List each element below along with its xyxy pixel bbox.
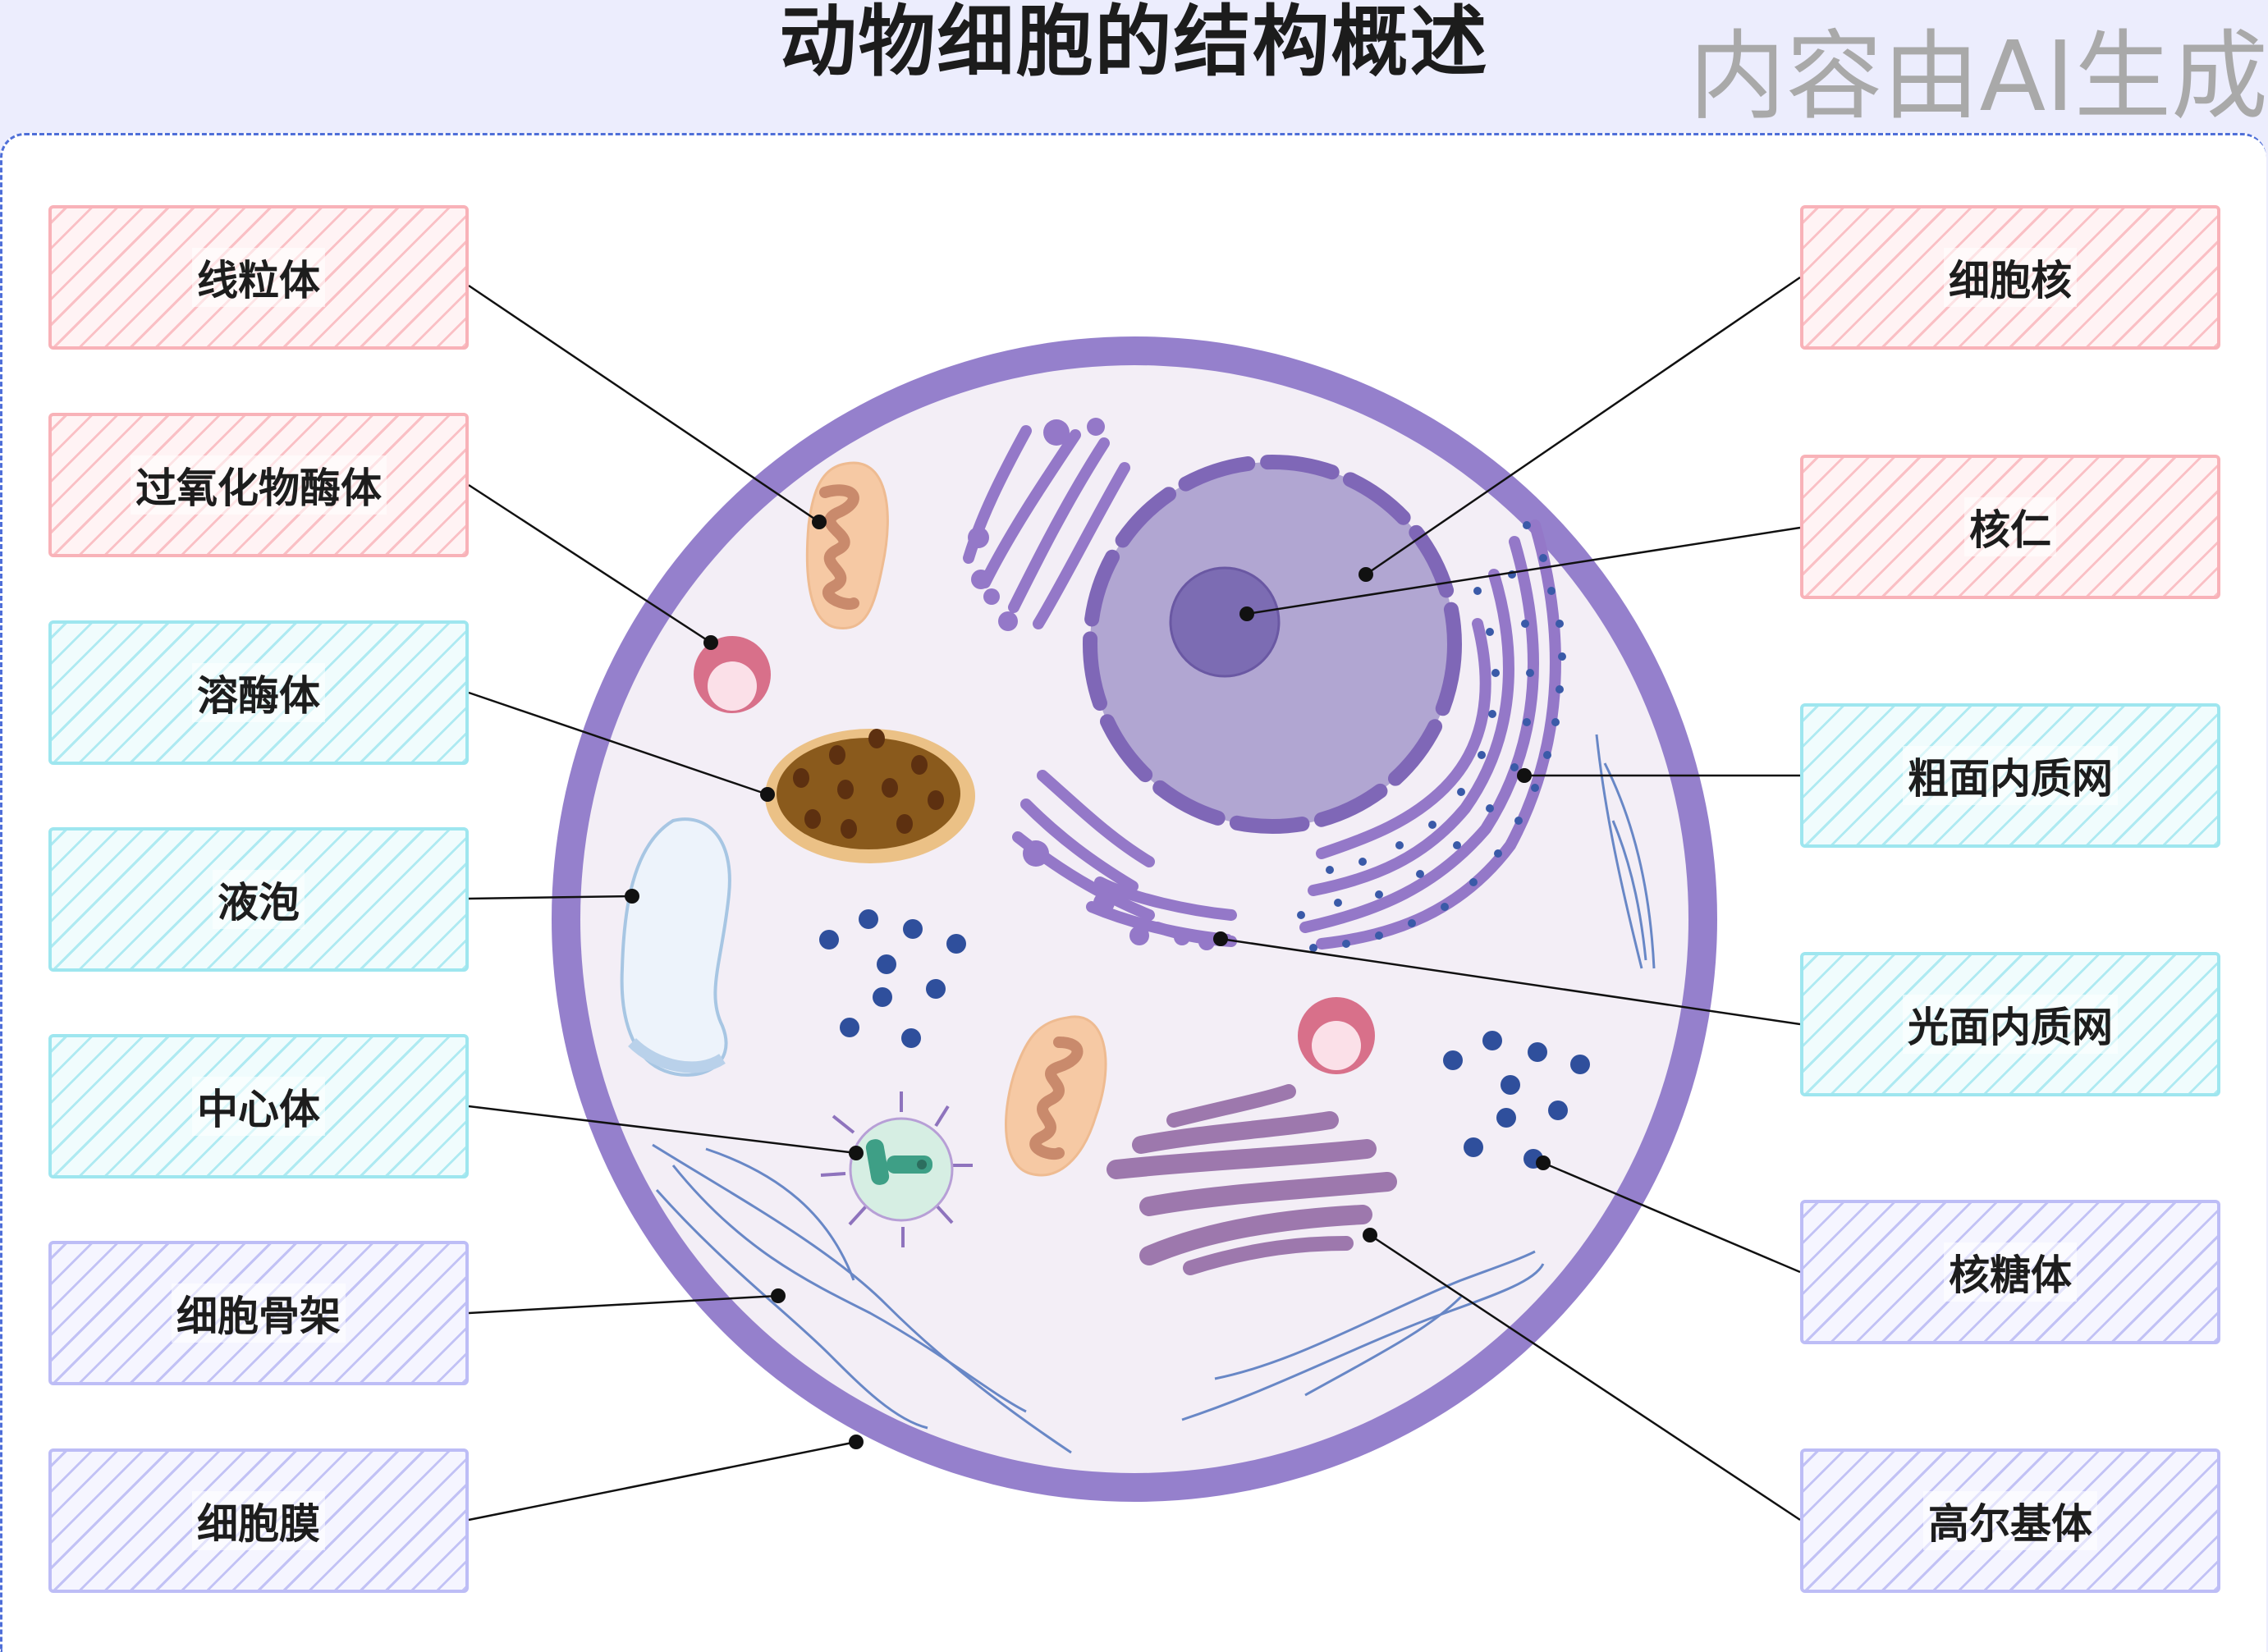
lysosome-shape [765,729,975,863]
label-vacuole: 液泡 [48,827,469,972]
label-nucleolus: 核仁 [1800,455,2220,599]
label-rough-er: 粗面内质网 [1800,703,2220,848]
label-smooth-er: 光面内质网 [1800,952,2220,1096]
ai-generated-watermark: 内容由AI生成 [1688,20,2268,133]
mitochondrion-upper [805,461,889,630]
label-peroxisome: 过氧化物酶体 [48,413,469,557]
label-centrosome: 中心体 [48,1034,469,1178]
free-ribosomes-right [1443,1031,1590,1169]
page-title: 动物细胞的结构概述 [779,0,1489,87]
leader-dots [625,515,1551,1449]
centrosome-shape [820,1091,973,1247]
label-ribosome: 核糖体 [1800,1200,2220,1344]
label-golgi: 高尔基体 [1800,1448,2220,1593]
nucleolus-shape [1169,566,1281,678]
label-nucleus: 细胞核 [1800,205,2220,350]
golgi-apparatus [1107,1084,1397,1275]
rough-er-ribosomes [1297,521,1566,952]
peroxisome-shape-2 [1298,997,1375,1074]
rough-er [1299,519,1561,950]
free-ribosomes-left [819,909,966,1048]
label-cell-membrane: 细胞膜 [48,1448,469,1593]
label-lysosome: 溶酶体 [48,620,469,765]
label-cytoskeleton: 细胞骨架 [48,1241,469,1385]
cytoskeleton-fibers [652,734,1656,1454]
peroxisome-shape [694,636,771,713]
mitochondrion-lower [1004,1015,1107,1177]
leader-lines [468,276,1801,1522]
label-mitochondria: 线粒体 [48,205,469,350]
